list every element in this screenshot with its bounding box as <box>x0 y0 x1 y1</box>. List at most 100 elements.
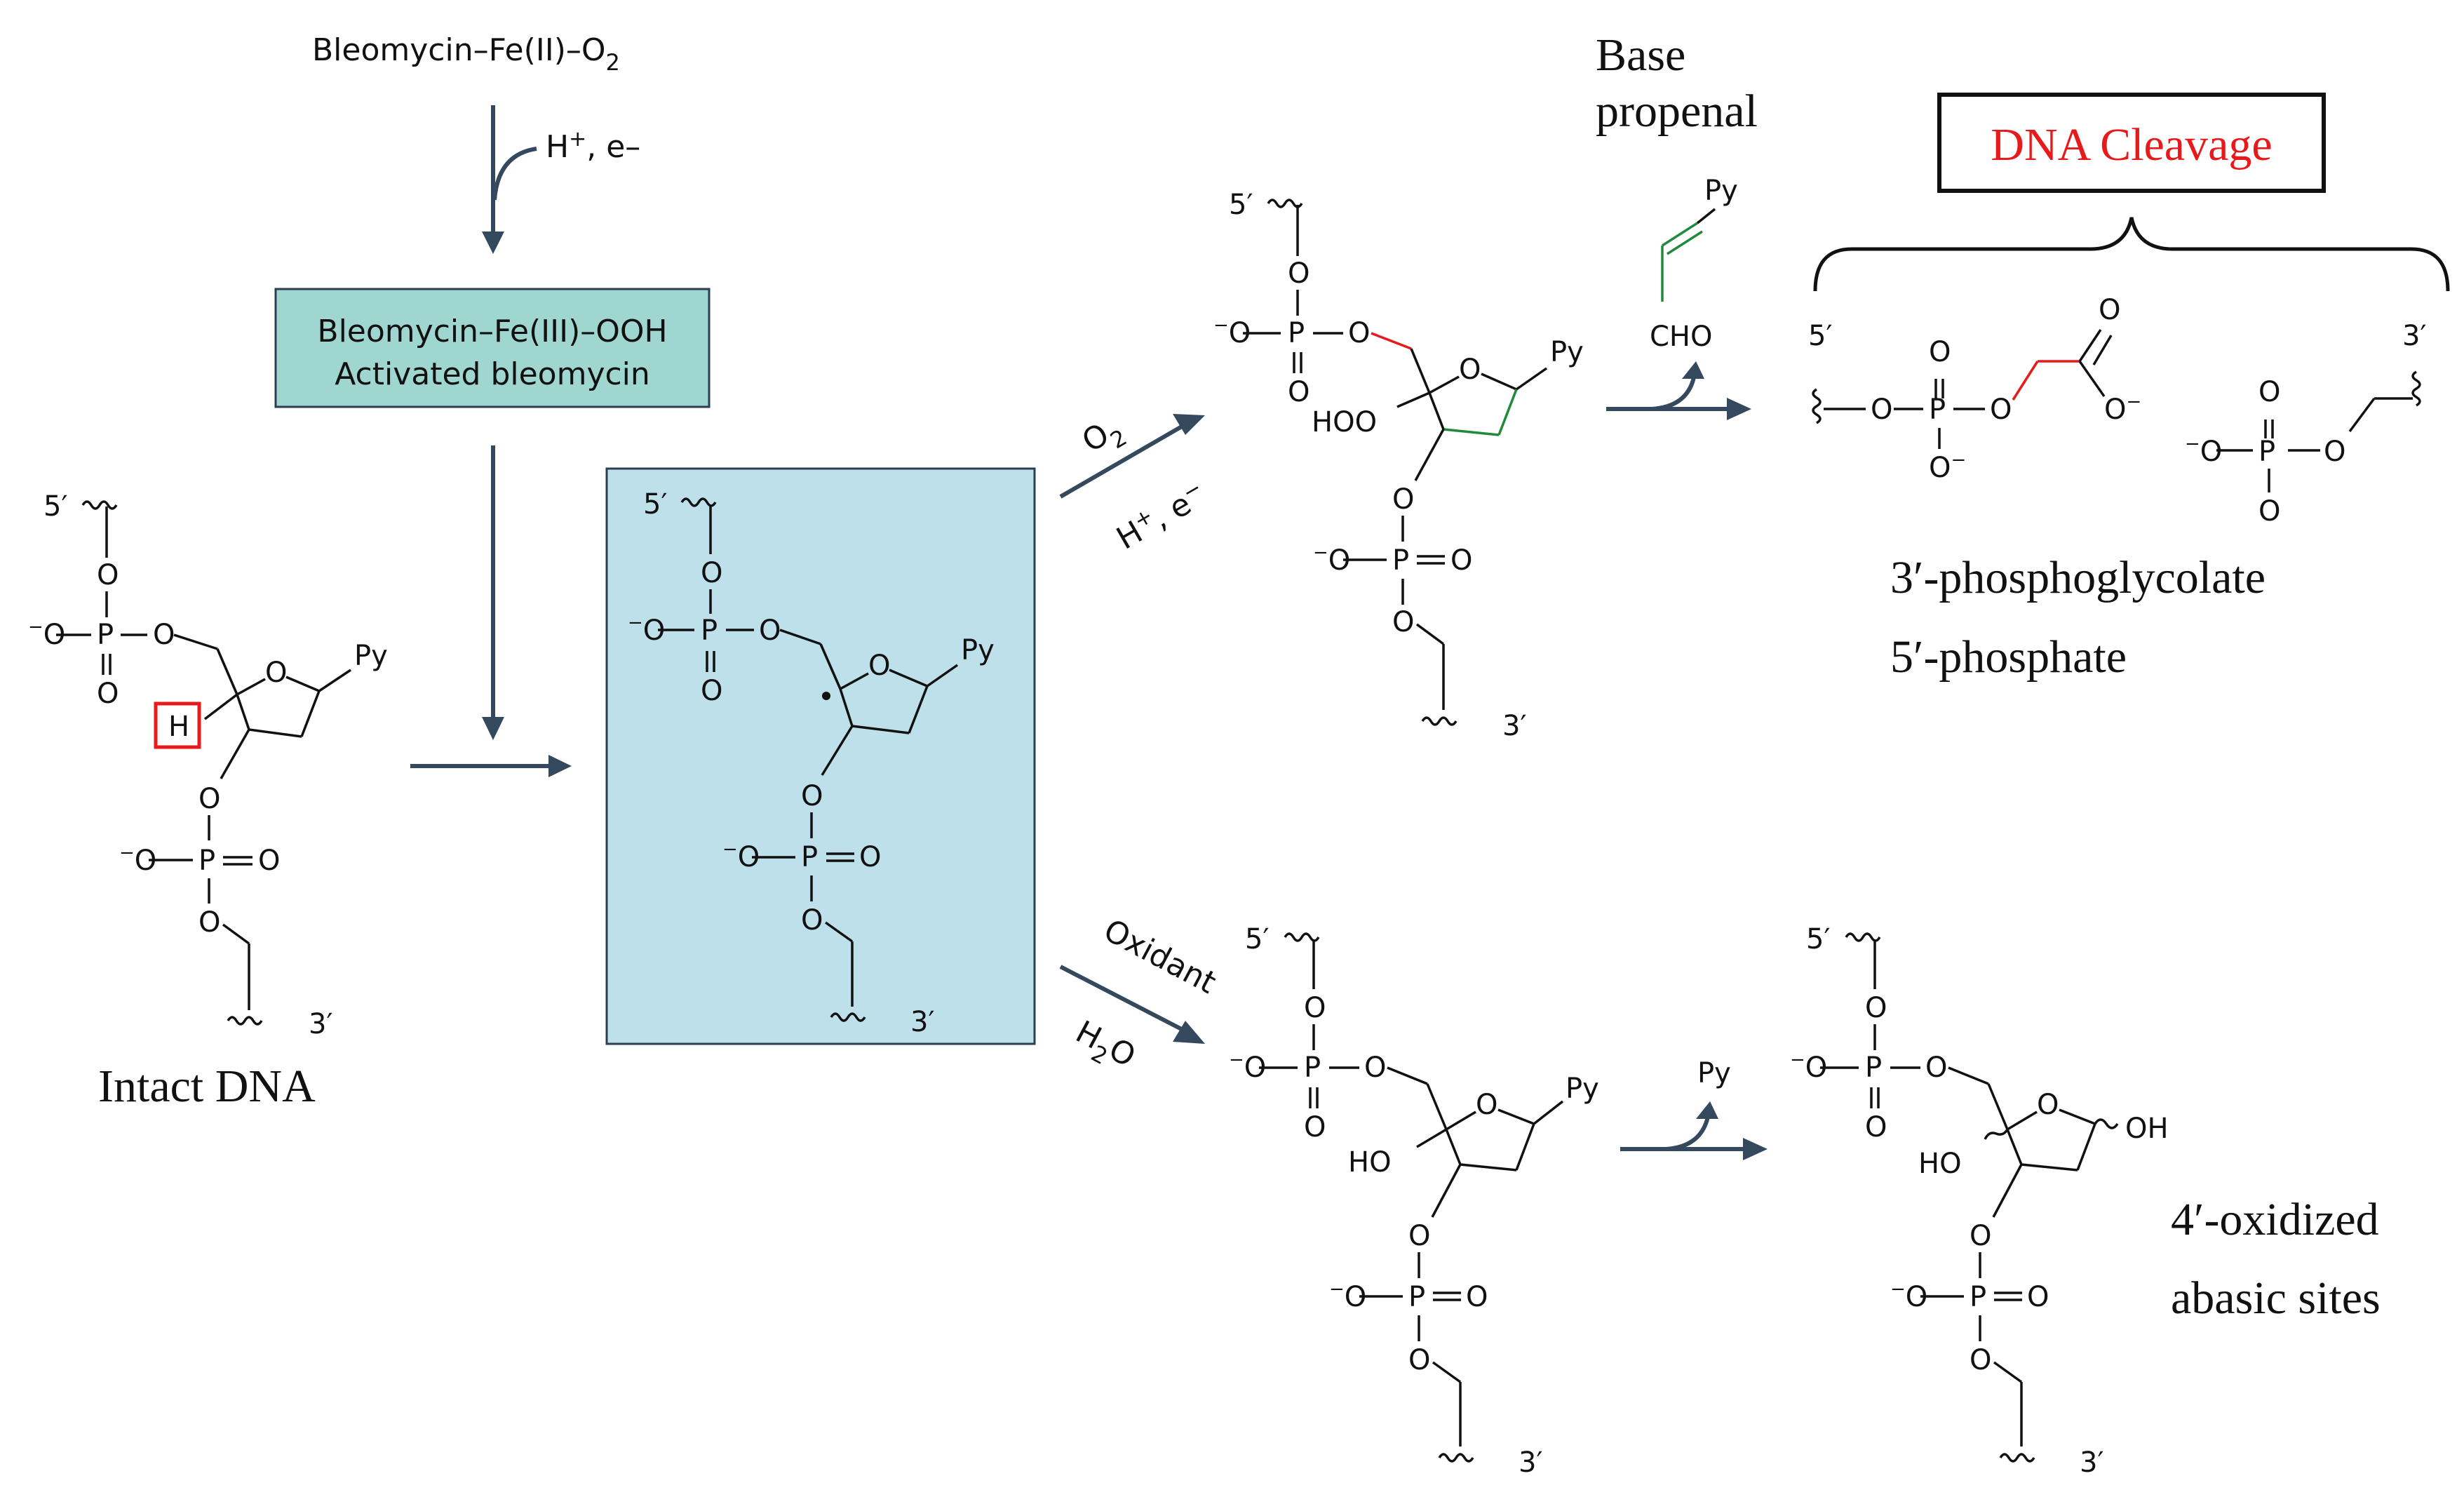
svg-text:Py: Py <box>1566 1073 1599 1105</box>
svg-text:P: P <box>2258 436 2275 468</box>
arrow-upper-shaft <box>1059 422 1187 499</box>
svg-text:HO: HO <box>1918 1148 1962 1180</box>
svg-text:O: O <box>701 675 722 707</box>
svg-text:O−: O− <box>1929 450 1966 484</box>
svg-text:O: O <box>1408 1344 1430 1376</box>
h2o-label: H2O <box>1066 1014 1141 1081</box>
hydroxyl-intermediate-structure: 5′ O −O P O O O Py HO O −O P O O <box>1229 923 1599 1479</box>
svg-text:5′: 5′ <box>1808 320 1833 352</box>
svg-text:O: O <box>1450 544 1472 577</box>
svg-text:5′: 5′ <box>643 488 668 521</box>
svg-text:3′: 3′ <box>2080 1447 2104 1479</box>
radical-intermediate-structure: 5′ O −O P O O O Py O −O P O O <box>628 488 995 1038</box>
svg-text:O: O <box>2258 376 2280 408</box>
arrow-activation-head <box>482 231 504 254</box>
svg-text:P: P <box>1970 1281 1986 1313</box>
hydroperoxide-structure: 5′ O −O P O O O Py HOO O −O P O O <box>1213 189 1584 742</box>
svg-text:O: O <box>1865 1111 1887 1143</box>
svg-text:HOO: HOO <box>1312 406 1377 438</box>
svg-text:O: O <box>1865 992 1887 1024</box>
intact-dna-structure: 5′ O −O P O O O Py H O −O P <box>28 490 388 1040</box>
oxidized-label-2: abasic sites <box>2171 1273 2381 1324</box>
svg-text:O: O <box>1970 1344 1991 1376</box>
svg-text:5′: 5′ <box>1245 923 1270 955</box>
arrow-to-radical-head <box>482 717 504 740</box>
phosphate-label: 5′-phosphate <box>1890 631 2127 683</box>
h-plus-e-label: H+, e– <box>546 127 640 165</box>
svg-text:O: O <box>701 557 722 589</box>
svg-text:Py: Py <box>354 640 388 672</box>
upper-h-e-label: H+, e− <box>1110 476 1213 557</box>
svg-text:P: P <box>1929 394 1946 426</box>
svg-text:3′: 3′ <box>1519 1447 1543 1479</box>
activated-line-1: Bleomycin–Fe(III)–OOH <box>317 314 667 349</box>
oxidant-label: Oxidant <box>1098 913 1222 1001</box>
svg-text:P: P <box>1304 1052 1321 1084</box>
base-label: Base <box>1596 29 1685 81</box>
svg-text:5′: 5′ <box>1229 189 1253 221</box>
svg-text:O: O <box>97 678 119 710</box>
cleavage-brace <box>1813 217 2450 292</box>
svg-text:O: O <box>1288 376 1310 408</box>
svg-text:Py: Py <box>961 634 995 666</box>
arrow-lower-release-curve <box>1665 1116 1710 1151</box>
svg-text:OH: OH <box>2125 1113 2169 1145</box>
activated-line-2: Activated bleomycin <box>335 356 650 392</box>
svg-text:O: O <box>759 615 781 647</box>
svg-text:P: P <box>801 841 818 873</box>
svg-text:H: H <box>168 711 189 743</box>
svg-text:Py: Py <box>1550 336 1584 368</box>
svg-text:O: O <box>1304 1111 1326 1143</box>
svg-text:O: O <box>2099 294 2120 326</box>
svg-text:O: O <box>1392 606 1414 638</box>
svg-text:O: O <box>1466 1281 1488 1313</box>
svg-text:3′: 3′ <box>910 1006 935 1038</box>
svg-text:O: O <box>97 559 119 591</box>
svg-text:O: O <box>868 650 890 682</box>
svg-text:O: O <box>2258 495 2280 528</box>
arrow-lower-release-head <box>1743 1138 1768 1160</box>
bleomycin-fe2-o2-label: Bleomycin–Fe(II)–O2 <box>312 32 620 76</box>
svg-text:P: P <box>97 619 114 651</box>
svg-text:−O: −O <box>722 839 760 873</box>
phosphate-structure: 3′ O P −O O O <box>2185 320 2427 528</box>
svg-text:O−: O− <box>2104 391 2141 426</box>
svg-text:O: O <box>198 906 220 939</box>
svg-text:O: O <box>1288 257 1310 290</box>
intact-dna-label: Intact DNA <box>98 1061 316 1112</box>
svg-text:O: O <box>1476 1089 1497 1121</box>
svg-text:O: O <box>1925 1052 1947 1084</box>
svg-text:P: P <box>1392 544 1409 577</box>
arrow-lower-head <box>1173 1021 1205 1044</box>
svg-text:O: O <box>1459 354 1481 386</box>
svg-text:O: O <box>153 619 175 651</box>
svg-text:CHO: CHO <box>1650 321 1713 353</box>
arrow-intact-to-radical-head <box>548 755 572 777</box>
radical-dot <box>822 692 830 700</box>
svg-text:O: O <box>258 845 280 877</box>
svg-text:O: O <box>1408 1220 1430 1252</box>
svg-text:O: O <box>1871 394 1892 426</box>
svg-text:3′: 3′ <box>2402 320 2427 352</box>
phosphoglycolate-structure: 5′ O P O O O− O O− <box>1808 294 2141 484</box>
radical-intermediate-box <box>605 467 1036 1045</box>
svg-text:Py: Py <box>1704 175 1738 207</box>
svg-text:O: O <box>2037 1089 2059 1121</box>
arrow-lower-shaft <box>1059 965 1194 1037</box>
arrow-upper-head <box>1173 414 1205 435</box>
svg-text:O: O <box>801 780 823 812</box>
phosphoglycolate-label: 3′-phosphoglycolate <box>1890 552 2266 603</box>
arrow-cleavage-head <box>1727 398 1751 420</box>
svg-text:O: O <box>1392 483 1414 516</box>
svg-text:−O: −O <box>1313 542 1350 577</box>
svg-text:P: P <box>701 615 718 647</box>
svg-text:O: O <box>1364 1052 1386 1084</box>
svg-text:O: O <box>1970 1220 1991 1252</box>
arrow-inlet-curve <box>492 147 537 201</box>
svg-text:O: O <box>2027 1281 2049 1313</box>
arrow-cleavage-release-head <box>1682 361 1704 379</box>
propenal-label: propenal <box>1596 86 1758 137</box>
svg-text:O: O <box>1990 394 2012 426</box>
dna-cleavage-label: DNA Cleavage <box>1991 119 2272 170</box>
